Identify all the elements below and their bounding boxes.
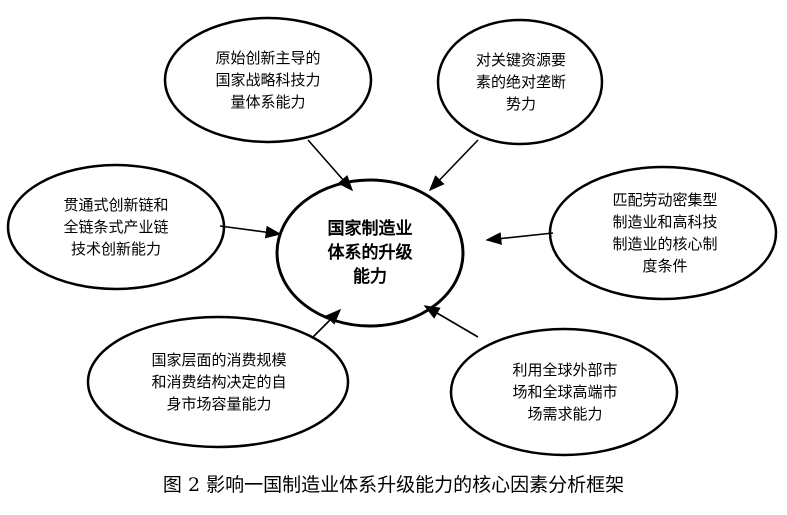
node-bottom-right-line-2: 场和全球高端市 [512, 383, 618, 401]
arrow-top-left [307, 139, 354, 192]
node-top-left-line-2: 国家战略科技力 [215, 71, 321, 89]
node-left-line-2: 全链条式产业链 [63, 218, 169, 236]
bottom-left-ellipse [86, 315, 350, 449]
node-bottom-right-label: 利用全球外部市 场和全球高端市 场需求能力 [490, 354, 640, 430]
arrow-bottom-right [423, 305, 479, 338]
node-bottom-right-line-1: 利用全球外部市 [512, 361, 618, 379]
node-right-label: 匹配劳动密集型 制造业和高科技 制造业的核心制 度条件 [585, 185, 745, 281]
center-node-label: 国家制造业 体系的升级 能力 [290, 200, 450, 306]
node-bottom-left-line-2: 和消费结构决定的自 [151, 373, 287, 391]
center-line-3: 能力 [353, 267, 387, 287]
center-line-1: 国家制造业 [327, 219, 413, 239]
node-top-right-label: 对关键资源要 素的绝对垄断 势力 [456, 44, 586, 120]
node-right-line-4: 度条件 [642, 257, 688, 275]
arrow-left [219, 225, 282, 239]
top-right-ellipse [436, 18, 604, 146]
arrow-top-right [428, 139, 479, 192]
node-bottom-left-line-1: 国家层面的消费规模 [151, 351, 287, 369]
top-left-ellipse [163, 16, 373, 144]
node-right-line-3: 制造业的核心制 [612, 235, 718, 253]
node-left-line-3: 技术创新能力 [70, 240, 161, 258]
node-top-left-label: 原始创新主导的 国家战略科技力 量体系能力 [188, 42, 348, 118]
node-left-line-1: 贯通式创新链和 [63, 196, 169, 214]
node-top-right-line-2: 素的绝对垄断 [475, 73, 566, 91]
node-top-left-line-3: 量体系能力 [230, 93, 306, 111]
node-right-line-2: 制造业和高科技 [612, 213, 718, 231]
node-bottom-right-line-3: 场需求能力 [527, 405, 603, 423]
center-ellipse [275, 178, 465, 328]
node-top-left-line-1: 原始创新主导的 [215, 49, 321, 67]
node-right-line-1: 匹配劳动密集型 [612, 191, 718, 209]
node-bottom-left-line-3: 身市场容量能力 [166, 395, 272, 413]
arrow-right [485, 232, 554, 245]
node-left-label: 贯通式创新链和 全链条式产业链 技术创新能力 [36, 189, 196, 265]
node-top-right-line-1: 对关键资源要 [475, 51, 566, 69]
node-top-right-line-3: 势力 [505, 95, 536, 113]
center-line-2: 体系的升级 [327, 243, 413, 263]
arrow-bottom-left [311, 308, 342, 339]
bottom-right-ellipse [449, 327, 679, 457]
node-bottom-left-label: 国家层面的消费规模 和消费结构决定的自 身市场容量能力 [121, 344, 317, 420]
figure-caption: 图 2 影响一国制造业体系升级能力的核心因素分析框架 [162, 474, 625, 496]
